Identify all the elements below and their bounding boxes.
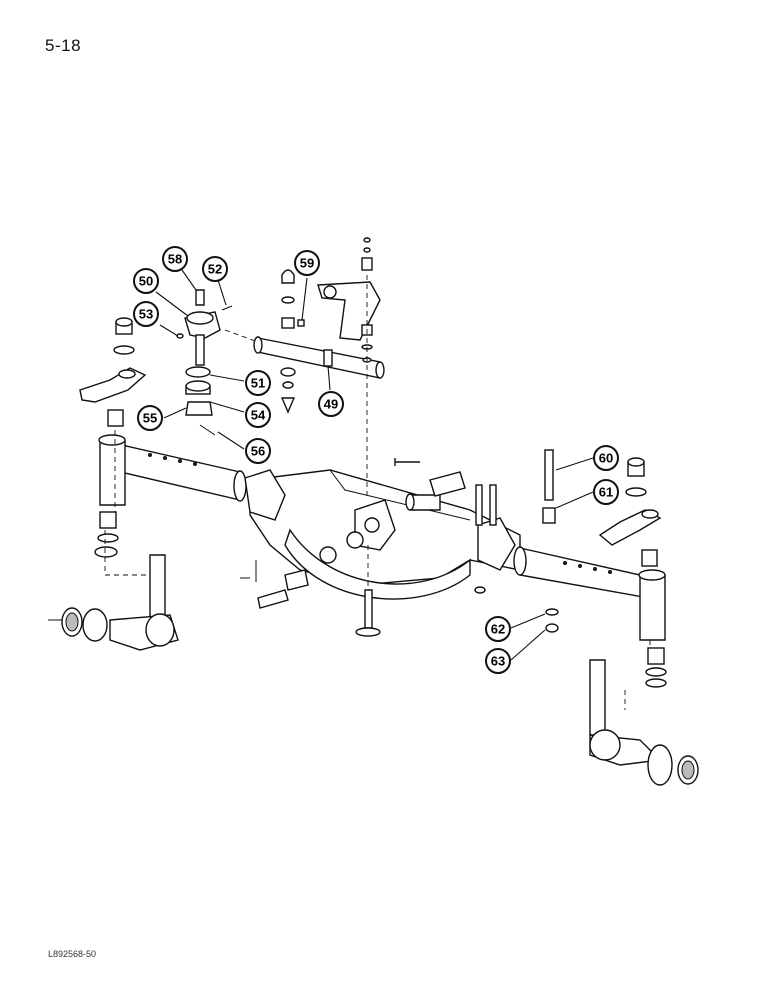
left-spindle [48,530,179,651]
svg-text:61: 61 [599,485,613,500]
axle-beam [249,469,521,600]
svg-text:49: 49 [324,397,338,412]
right-steering-arm-stack [598,457,667,688]
svg-text:60: 60 [599,451,613,466]
left-axle-tube [98,434,247,506]
tie-rod-end [176,289,259,366]
callout-58: 58 [162,246,188,272]
svg-text:51: 51 [251,376,265,391]
svg-text:62: 62 [491,622,505,637]
pivot-hardware-stack [361,237,373,500]
page-number: 5-18 [45,36,82,55]
callout-54: 54 [245,402,271,428]
svg-text:58: 58 [168,252,182,267]
callout-49: 49 [318,391,344,417]
callout-51: 51 [245,370,271,396]
callout-50: 50 [133,268,159,294]
callout-55: 55 [137,405,163,431]
tie-rod-washers [185,366,216,436]
callout-61: 61 [593,479,619,505]
callout-62: 62 [485,616,511,642]
callout-63: 63 [485,648,511,674]
callout-53: 53 [133,301,159,327]
leader-lines [155,269,594,661]
svg-text:50: 50 [139,274,153,289]
left-clamp-bracket [244,469,286,521]
right-spindle [589,659,699,786]
svg-text:54: 54 [251,408,266,423]
left-steering-arm-stack [79,317,147,558]
grease-fitting-stack [280,269,305,414]
svg-text:55: 55 [143,411,157,426]
callout-59: 59 [294,250,320,276]
pivot-tube [253,336,385,379]
callout-52: 52 [202,256,228,282]
svg-text:52: 52 [208,262,222,277]
svg-text:53: 53 [139,307,153,322]
callout-56: 56 [245,438,271,464]
figure-code: L892568-50 [48,949,97,959]
right-axle-tube [513,546,666,641]
svg-text:56: 56 [251,444,265,459]
center-hardware [240,449,559,637]
svg-text:63: 63 [491,654,505,669]
svg-text:59: 59 [300,256,314,271]
callout-60: 60 [593,445,619,471]
